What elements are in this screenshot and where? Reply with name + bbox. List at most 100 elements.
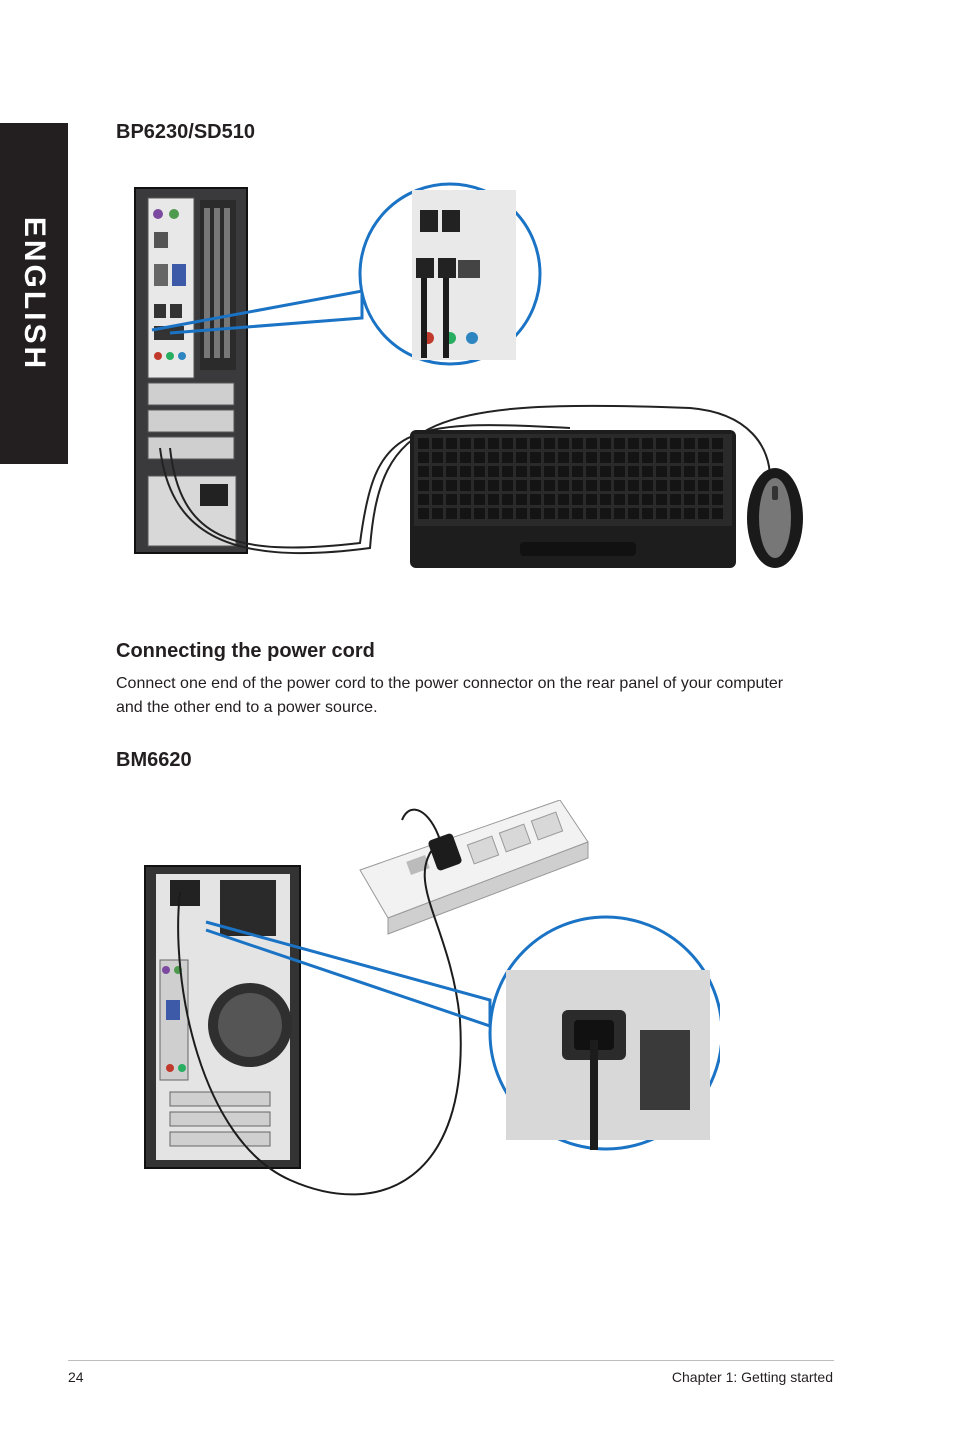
keyboard-key	[586, 438, 597, 449]
keyboard-key	[600, 480, 611, 491]
figure1-model-heading: BP6230/SD510	[116, 121, 255, 143]
keyboard-key	[544, 452, 555, 463]
keyboard-key	[712, 508, 723, 519]
keyboard-key	[418, 508, 429, 519]
keyboard-key	[684, 452, 695, 463]
keyboard-key	[474, 438, 485, 449]
keyboard-key	[614, 480, 625, 491]
keyboard-key	[516, 508, 527, 519]
keyboard-key	[446, 438, 457, 449]
keyboard-key	[642, 438, 653, 449]
keyboard-key	[698, 438, 709, 449]
keyboard-key	[418, 466, 429, 477]
keyboard-key	[586, 466, 597, 477]
mouse-illustration	[747, 468, 803, 568]
keyboard-key	[712, 480, 723, 491]
power-cord-connection-illustration	[144, 800, 720, 1196]
keyboard-key	[586, 508, 597, 519]
footer-divider	[68, 1360, 834, 1361]
keyboard-key	[642, 494, 653, 505]
keyboard-key	[670, 494, 681, 505]
keyboard-keys	[418, 438, 723, 519]
keyboard-key	[614, 466, 625, 477]
keyboard-key	[712, 452, 723, 463]
keyboard-key	[572, 494, 583, 505]
keyboard-key	[544, 494, 555, 505]
keyboard-key	[488, 452, 499, 463]
keyboard-key	[642, 480, 653, 491]
keyboard-key	[600, 452, 611, 463]
keyboard-key	[656, 452, 667, 463]
keyboard-mouse-connection-illustration	[134, 182, 803, 568]
keyboard-key	[460, 480, 471, 491]
keyboard-key	[502, 494, 513, 505]
keyboard-key	[558, 508, 569, 519]
keyboard-key	[628, 480, 639, 491]
keyboard-key	[502, 452, 513, 463]
power-connector-closeup	[506, 970, 710, 1150]
keyboard-key	[432, 466, 443, 477]
keyboard-key	[474, 480, 485, 491]
keyboard-key	[516, 452, 527, 463]
usb-ports-closeup	[412, 190, 516, 360]
keyboard-key	[418, 438, 429, 449]
callout-pointer	[151, 289, 364, 335]
keyboard-key	[530, 452, 541, 463]
keyboard-key	[614, 438, 625, 449]
keyboard-key	[432, 438, 443, 449]
keyboard-key	[488, 508, 499, 519]
keyboard-key	[418, 452, 429, 463]
mouse-cable	[159, 404, 771, 555]
keyboard-key	[446, 494, 457, 505]
keyboard-key	[460, 508, 471, 519]
keyboard-key	[642, 452, 653, 463]
keyboard-key	[586, 480, 597, 491]
keyboard-key	[446, 508, 457, 519]
keyboard-key	[460, 466, 471, 477]
keyboard-key	[614, 452, 625, 463]
keyboard-key	[628, 466, 639, 477]
keyboard-key	[670, 466, 681, 477]
section-heading: Connecting the power cord	[116, 640, 375, 662]
keyboard-key	[642, 466, 653, 477]
keyboard-key	[530, 438, 541, 449]
keyboard-key	[474, 466, 485, 477]
keyboard-key	[670, 452, 681, 463]
keyboard-key	[684, 494, 695, 505]
keyboard-key	[502, 508, 513, 519]
keyboard-key	[684, 438, 695, 449]
keyboard-key	[516, 466, 527, 477]
keyboard-key	[516, 438, 527, 449]
keyboard-key	[530, 466, 541, 477]
keyboard-key	[558, 438, 569, 449]
keyboard-key	[488, 466, 499, 477]
callout-pointer	[205, 920, 492, 1029]
keyboard-key	[712, 466, 723, 477]
keyboard-key	[698, 508, 709, 519]
keyboard-key	[530, 508, 541, 519]
keyboard-key	[698, 494, 709, 505]
keyboard-key	[572, 466, 583, 477]
keyboard-key	[614, 508, 625, 519]
language-tab-label: ENGLISH	[18, 216, 51, 371]
keyboard-key	[446, 452, 457, 463]
keyboard-key	[474, 494, 485, 505]
keyboard-key	[670, 438, 681, 449]
section-body-text: Connect one end of the power cord to the…	[116, 675, 784, 716]
keyboard-key	[656, 508, 667, 519]
keyboard-key	[432, 494, 443, 505]
keyboard-key	[558, 466, 569, 477]
keyboard-key	[530, 494, 541, 505]
keyboard-key	[698, 466, 709, 477]
keyboard-key	[586, 494, 597, 505]
keyboard-key	[572, 438, 583, 449]
keyboard-key	[586, 452, 597, 463]
keyboard-key	[474, 452, 485, 463]
keyboard-key	[628, 494, 639, 505]
keyboard-key	[460, 438, 471, 449]
keyboard-key	[670, 508, 681, 519]
keyboard-key	[614, 494, 625, 505]
keyboard-key	[712, 494, 723, 505]
keyboard-key	[516, 494, 527, 505]
keyboard-key	[502, 480, 513, 491]
